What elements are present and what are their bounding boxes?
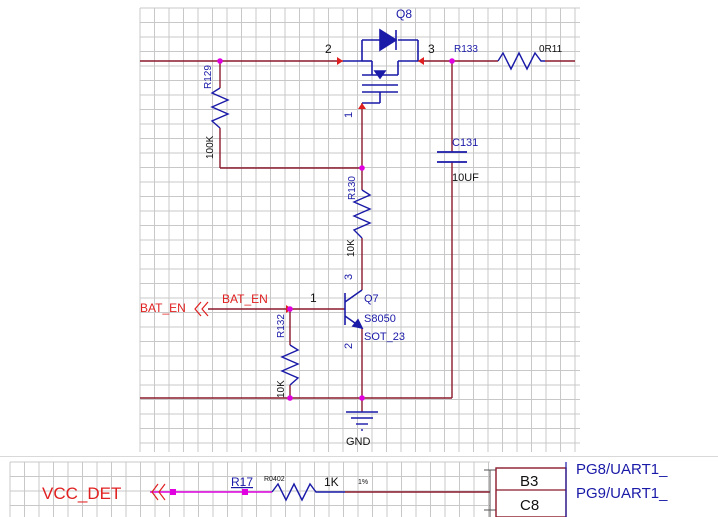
bat-en-wire-label: BAT_EN [222,292,268,306]
r133-ref: R133 [454,44,478,55]
c131-capacitor-icon [437,151,467,163]
vcc-det-pin [170,489,176,495]
q7-npn-transistor-icon [344,289,364,330]
q8-pin-right: 3 [428,42,435,56]
r132-resistor-icon [280,344,300,386]
r133-resistor-icon [497,51,545,71]
r17-tolerance: 1% [358,479,368,486]
junction-dot [449,58,455,64]
r17-value: 1K [324,475,339,489]
vcc-det-label: VCC_DET [42,484,121,503]
r130-resistor-icon [352,189,372,239]
q7-ref: Q7 [364,293,379,305]
junction-dot [287,395,293,401]
r132-ref: R132 [276,314,287,338]
q7-part: S8050 [364,313,396,325]
schematic-grid [9,7,580,517]
q7-pin-emitter: 2 [343,343,355,349]
r17-pin [242,489,248,495]
r133-value: 0R11 [539,44,563,55]
bottom-strip: VCC_DET R17 R0402 1K 1% B3 C8 PG8/UART1_… [42,461,668,517]
vcc-det-arrow2-icon [158,483,166,501]
r130-ref: R130 [347,176,358,200]
r130-value: 10K [346,239,357,257]
bat-en-port-arrow2-icon [201,301,209,317]
junction-dot [287,306,293,312]
c131-value: 10UF [452,172,479,184]
q8-mosfet-icon [343,28,419,104]
r129-value: 100K [205,135,216,159]
junction-dot [359,165,365,171]
gnd-symbol-icon [346,411,378,431]
bat-en-port-arrow-icon [194,301,202,317]
q7-package: SOT_23 [364,331,405,343]
junction-dots [217,58,455,401]
r17-package: R0402 [264,476,285,483]
r132-value: 10K [276,380,287,398]
gnd-label: GND [346,436,371,448]
q7-pin-base: 1 [310,291,317,305]
chip-signal-2: PG9/UART1_ [576,485,668,502]
c131-ref: C131 [452,137,478,149]
q8-pin-bottom: 1 [343,112,355,118]
r129-resistor-icon [210,87,230,129]
r17-ref: R17 [231,475,253,489]
chip-pin-c8: C8 [520,497,539,514]
bat-en-port-label: BAT_EN [140,301,186,315]
junction-dot [217,58,223,64]
vcc-det-arrow-icon [151,483,159,501]
r129-ref: R129 [203,65,214,89]
chip-signal-1: PG8/UART1_ [576,461,668,478]
q8-ref: Q8 [396,7,412,21]
section-divider [0,456,718,457]
r17-resistor-icon [271,482,345,502]
chip-pin-b3: B3 [520,473,538,490]
junction-dot [359,395,365,401]
wires [140,60,575,412]
q7-pin-collector: 3 [343,274,355,280]
q8-pin-left: 2 [325,42,332,56]
